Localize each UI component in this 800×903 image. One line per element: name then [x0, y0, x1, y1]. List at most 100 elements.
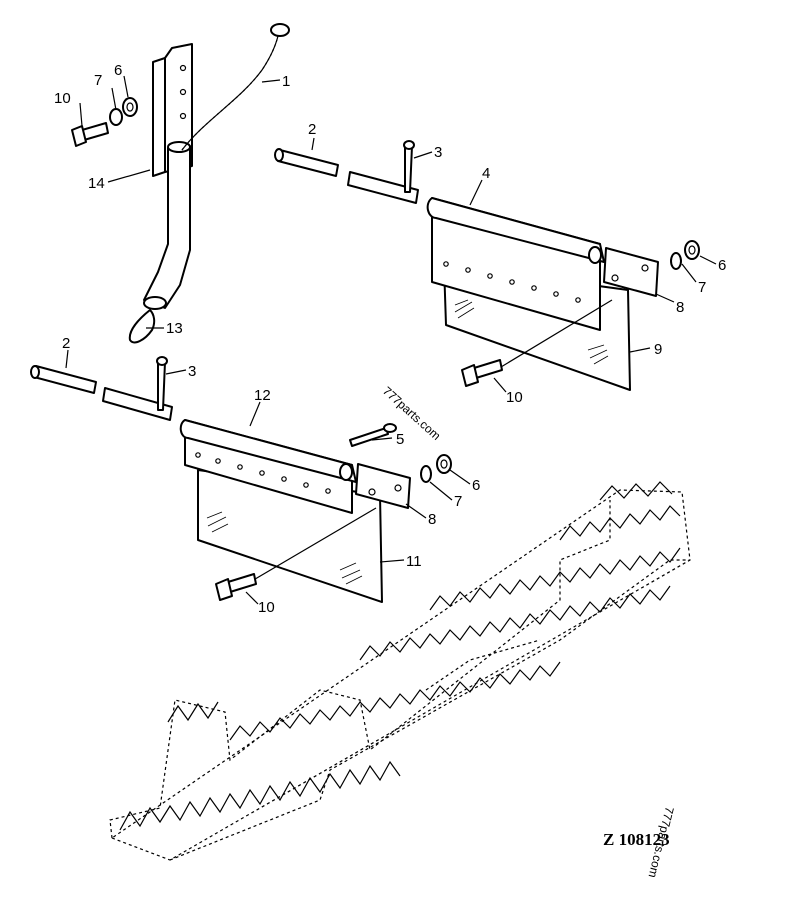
bolt-10-upper-head [461, 364, 479, 387]
bracket-hole [179, 88, 187, 96]
leader-6c [449, 469, 471, 485]
hinge-hole [195, 452, 201, 458]
leader-lines [65, 75, 717, 605]
flap-9-shading [454, 299, 475, 319]
callout-10: 10 [506, 389, 523, 406]
leader-6b [123, 75, 129, 98]
leader-2a [311, 137, 315, 151]
trough-lower-edge [169, 559, 690, 861]
nut-6-part [122, 97, 138, 117]
rope-1-part [181, 35, 279, 151]
leader-4 [469, 179, 483, 206]
hinge-hole [531, 285, 537, 291]
bolt-10-lower-head [215, 578, 233, 601]
leader-6a [699, 255, 717, 265]
cotter-pin-3-upper [404, 145, 413, 193]
leader-9 [629, 347, 651, 353]
bracket-assembly [128, 23, 290, 344]
flap-9-shading [587, 344, 609, 365]
leader-10b [79, 102, 83, 127]
callout-6: 6 [472, 477, 480, 494]
lower-flap-assembly [30, 356, 452, 603]
rope-texture [181, 35, 279, 151]
alignment-line [495, 299, 613, 371]
leader-3b [165, 369, 187, 375]
callout-7: 7 [698, 279, 706, 296]
hinge-knuckle-end [339, 463, 353, 481]
bracket-hole [179, 112, 187, 120]
pin-sleeve-lower [102, 387, 173, 421]
callout-9: 9 [654, 341, 662, 358]
hinge-hole [553, 291, 559, 297]
hinge-hole [465, 267, 471, 273]
washer-7-upper [670, 252, 682, 270]
strip-hole [641, 264, 649, 272]
nut-hole [126, 102, 134, 112]
callout-14: 14 [88, 175, 105, 192]
hinge-hole [487, 273, 493, 279]
bracket-14-part [164, 43, 193, 173]
bolt-10-upper-shank [473, 359, 503, 379]
cotter-pin-3-lower-head [156, 356, 168, 366]
callout-8: 8 [428, 511, 436, 528]
callout-5: 5 [396, 431, 404, 448]
flap-11-shading [339, 562, 363, 585]
callout-3: 3 [434, 144, 442, 161]
auger-teeth-row [119, 760, 401, 831]
bracket-flange-part [152, 57, 166, 177]
leader-7a [681, 263, 697, 283]
tube-bottom-opening [143, 296, 167, 310]
pin-2-lower [33, 365, 97, 394]
auger-teeth-row [359, 585, 671, 661]
leader-5 [371, 437, 393, 441]
pin-2-lower-end [30, 365, 40, 379]
bolt-10-shank [81, 122, 109, 141]
callout-2: 2 [62, 335, 70, 352]
auger-teeth-row [429, 547, 681, 611]
callout-10: 10 [54, 90, 71, 107]
strip-hole [611, 274, 619, 282]
strip-8-lower [355, 463, 411, 509]
trough-detail-line [425, 639, 541, 691]
alignment-line [249, 507, 377, 583]
hinge-knuckle-end [588, 246, 602, 264]
hinge-hole [443, 261, 449, 267]
hinge-plate-4-knuckle [426, 197, 605, 263]
auger-teeth-row [167, 701, 219, 723]
hinge-hole [281, 476, 287, 482]
auger-teeth-row [229, 661, 561, 741]
callout-10: 10 [258, 599, 275, 616]
auger-teeth-row [559, 505, 681, 541]
hinge-hole [325, 488, 331, 494]
hinge-hole [259, 470, 265, 476]
strip-hole [368, 488, 376, 496]
callout-6: 6 [718, 257, 726, 274]
cotter-pin-3-lower [157, 361, 166, 411]
callout-1: 1 [282, 73, 290, 90]
washer-7-lower [420, 465, 432, 483]
pin-2-upper [277, 149, 339, 177]
fastener-set-upper-left [71, 97, 138, 147]
leader-11 [379, 559, 405, 563]
hinge-hole [509, 279, 515, 285]
tube-top-opening [167, 141, 191, 153]
cotter-pin-5-part [349, 427, 389, 447]
callout-13: 13 [166, 320, 183, 337]
washer-7-part [109, 108, 123, 126]
callout-7: 7 [94, 72, 102, 89]
hinge-hole [215, 458, 221, 464]
hinge-hole [303, 482, 309, 488]
callout-8: 8 [676, 299, 684, 316]
bracket-hole [179, 64, 187, 72]
rope-handle-knob [270, 23, 290, 37]
flap-11-shading [206, 511, 229, 533]
hinge-plate-12-knuckle [179, 419, 357, 483]
callout-3: 3 [188, 363, 196, 380]
nut-hole [688, 245, 696, 255]
leader-8b [405, 503, 427, 519]
pin-sleeve-upper [347, 171, 419, 204]
cotter-pin-3-head [403, 140, 415, 150]
nut-6-upper [684, 240, 700, 260]
